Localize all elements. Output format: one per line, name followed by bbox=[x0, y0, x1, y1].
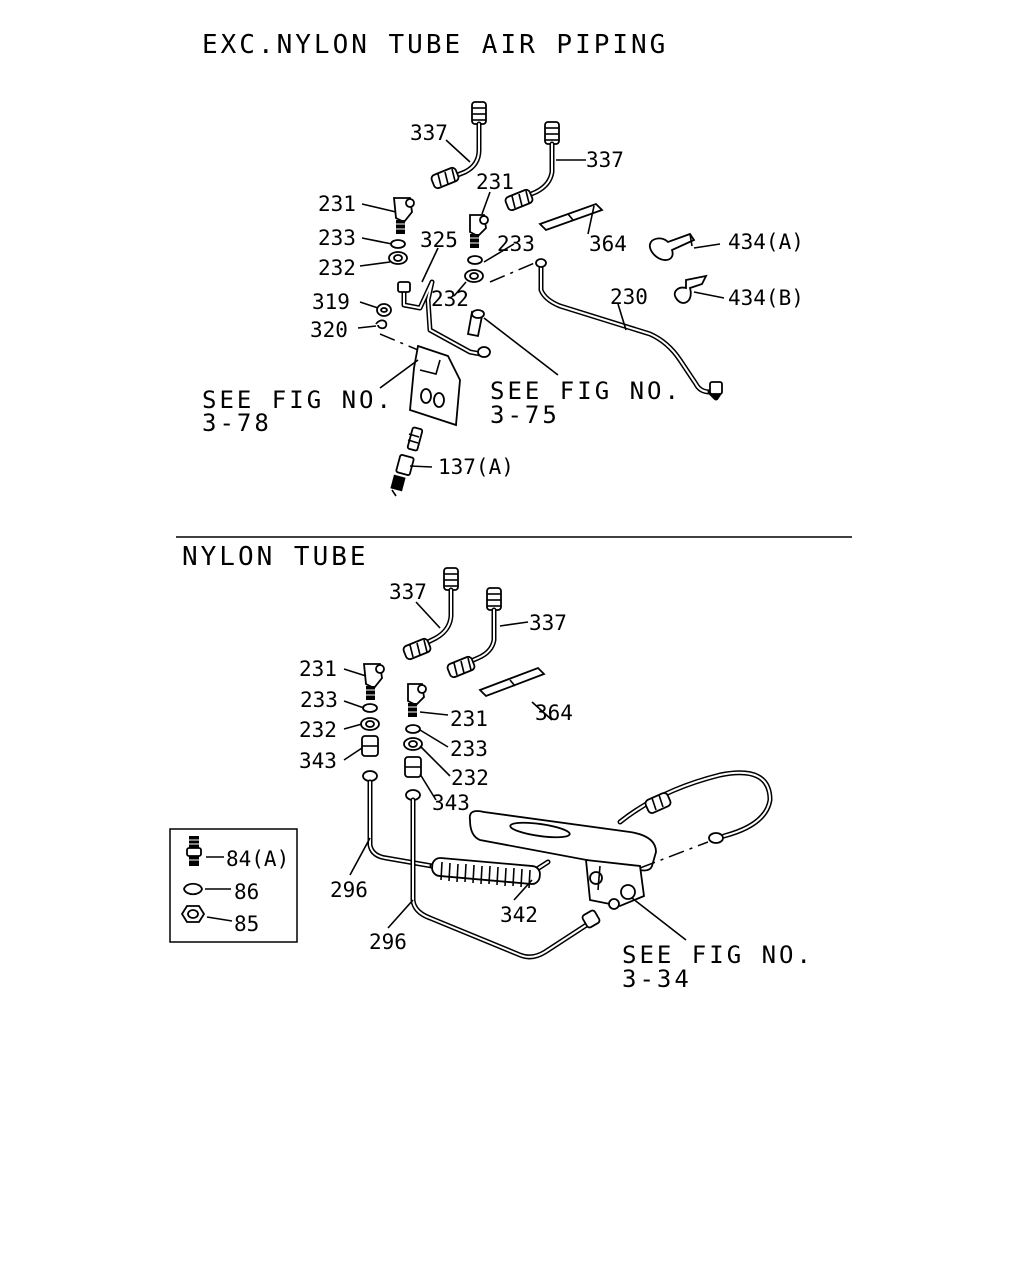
hose-337-left-bottom bbox=[402, 567, 459, 661]
brake-pedal-assembly bbox=[468, 810, 657, 910]
fitting-137a bbox=[390, 426, 424, 497]
valve-body-3-78 bbox=[409, 344, 461, 427]
clip-364 bbox=[538, 202, 604, 232]
label-434a: 434(A) bbox=[728, 230, 804, 254]
label-231-top-left: 231 bbox=[318, 192, 356, 216]
elbow-fitting-231-right bbox=[469, 214, 489, 248]
ref-fig-3-34-line1: SEE FIG NO. bbox=[622, 941, 814, 969]
label-325: 325 bbox=[420, 228, 458, 252]
top-part-labels: 337 337 231 231 233 325 233 364 434(A) 2… bbox=[310, 121, 804, 479]
clip-320 bbox=[375, 319, 388, 330]
label-86: 86 bbox=[234, 880, 259, 904]
label-364-bottom: 364 bbox=[535, 701, 573, 725]
nut-85 bbox=[180, 905, 206, 923]
bolt-84a bbox=[186, 836, 202, 866]
label-434b: 434(B) bbox=[728, 286, 804, 310]
ref-fig-3-34-line2: 3-34 bbox=[622, 965, 692, 993]
union-343-left bbox=[361, 735, 379, 757]
hose-342 bbox=[429, 857, 551, 889]
washer-233-left-bottom bbox=[362, 703, 378, 713]
top-section-title: EXC.NYLON TUBE AIR PIPING bbox=[202, 30, 668, 60]
elbow-fitting-231-right-bottom bbox=[407, 683, 427, 717]
label-337-top-left: 337 bbox=[410, 121, 448, 145]
label-233-bottom-left: 233 bbox=[300, 688, 338, 712]
label-233-bottom-right: 233 bbox=[450, 737, 488, 761]
hardware-legend-box bbox=[169, 828, 298, 943]
label-364-top: 364 bbox=[589, 232, 627, 256]
fitting-3-75 bbox=[466, 309, 485, 338]
nut-232-right-bottom bbox=[403, 737, 423, 751]
nut-232-right bbox=[464, 269, 484, 283]
label-232-top-right: 232 bbox=[431, 287, 469, 311]
elbow-fitting-231-left-bottom bbox=[363, 663, 385, 700]
union-343-right bbox=[404, 756, 422, 778]
centerline-a bbox=[489, 261, 538, 283]
bottom-part-labels: 337 337 231 233 364 231 232 233 343 232 … bbox=[226, 580, 573, 954]
bottom-figure-references: SEE FIG NO. 3-34 bbox=[622, 941, 814, 993]
label-231-bottom-left: 231 bbox=[299, 657, 337, 681]
label-342: 342 bbox=[500, 903, 538, 927]
label-84a: 84(A) bbox=[226, 847, 289, 871]
elbow-fitting-231-left bbox=[393, 197, 415, 234]
hose-337-right bbox=[504, 121, 560, 212]
centerline-c bbox=[639, 841, 709, 869]
label-231-bottom-right: 231 bbox=[450, 707, 488, 731]
nut-319 bbox=[376, 303, 392, 317]
hose-337-left bbox=[430, 101, 487, 190]
ref-fig-3-75-line2: 3-75 bbox=[490, 401, 560, 429]
nut-232-left bbox=[388, 251, 408, 265]
label-232-bottom-left: 232 bbox=[299, 718, 337, 742]
pipe-296-left bbox=[362, 770, 435, 869]
label-233-top-right: 233 bbox=[497, 232, 535, 256]
bottom-assembly-drawing bbox=[169, 567, 773, 960]
top-assembly-drawing bbox=[357, 101, 725, 497]
ref-fig-3-78-line1: SEE FIG NO. bbox=[202, 386, 394, 414]
washer-233-left bbox=[390, 239, 406, 249]
label-319: 319 bbox=[312, 290, 350, 314]
ref-fig-3-75-line1: SEE FIG NO. bbox=[490, 377, 682, 405]
label-343-bottom-left: 343 bbox=[299, 749, 337, 773]
label-337-top-right: 337 bbox=[586, 148, 624, 172]
pipe-296-right bbox=[405, 789, 601, 960]
label-232-top-left: 232 bbox=[318, 256, 356, 280]
hose-337-right-bottom bbox=[446, 587, 502, 679]
label-230: 230 bbox=[610, 285, 648, 309]
label-343-bottom-right: 343 bbox=[432, 791, 470, 815]
leader-lines-top bbox=[357, 139, 725, 468]
hose-pedal-return bbox=[617, 770, 773, 844]
clamp-434b bbox=[673, 274, 708, 304]
label-320: 320 bbox=[310, 318, 348, 342]
nut-232-left-bottom bbox=[360, 717, 380, 731]
pipe-230 bbox=[535, 258, 723, 401]
label-85: 85 bbox=[234, 912, 259, 936]
bottom-section-title: NYLON TUBE bbox=[182, 542, 369, 572]
label-232-bottom-right: 232 bbox=[451, 766, 489, 790]
washer-86 bbox=[183, 882, 203, 896]
label-296-right: 296 bbox=[369, 930, 407, 954]
label-296-left: 296 bbox=[330, 878, 368, 902]
washer-233-right bbox=[467, 255, 483, 265]
leader-lines-bottom bbox=[343, 601, 687, 941]
label-233-top-left: 233 bbox=[318, 226, 356, 250]
label-231-top-right: 231 bbox=[476, 170, 514, 194]
label-337-bottom-left: 337 bbox=[389, 580, 427, 604]
clip-364-bottom bbox=[478, 666, 546, 698]
label-137a: 137(A) bbox=[438, 455, 514, 479]
washer-233-right-bottom bbox=[405, 724, 421, 734]
clamp-434a bbox=[649, 232, 696, 261]
ref-fig-3-78-line2: 3-78 bbox=[202, 409, 272, 437]
label-337-bottom-right: 337 bbox=[529, 611, 567, 635]
top-figure-references: SEE FIG NO. 3-78 SEE FIG NO. 3-75 bbox=[202, 377, 682, 437]
pipe-325 bbox=[397, 279, 491, 358]
